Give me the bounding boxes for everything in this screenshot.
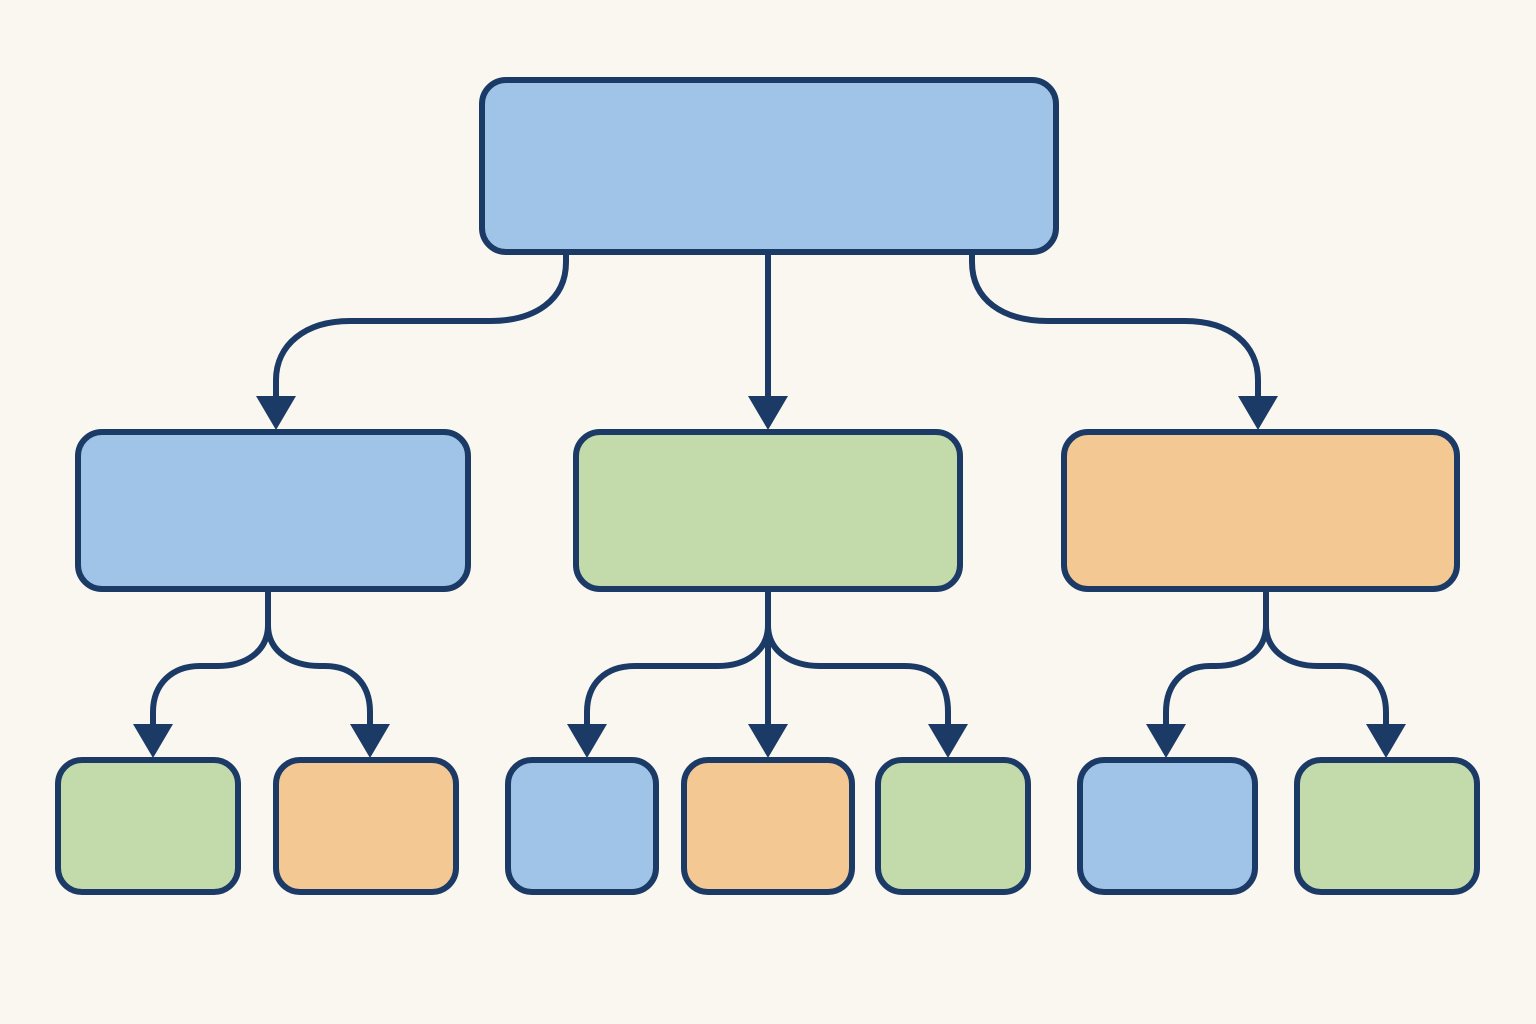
connector-l1-2-to-l2-3 [584,586,771,729]
level2-node-7-box [1294,757,1480,895]
arrowhead-l1-1-to-l2-2 [350,724,390,758]
level1-node-1 [75,429,471,592]
connector-l1-3-to-l2-6 [1163,586,1269,729]
level1-node-3-box [1061,429,1460,592]
arrowhead-l1-2-to-l2-3 [567,724,607,758]
connector-l1-2-to-l2-5 [765,586,951,729]
level2-node-5-box [875,757,1031,895]
level2-node-3 [505,757,659,895]
connector-l1-1-to-l2-2 [265,586,373,729]
connectors-layer [133,249,1406,758]
level2-node-1 [55,757,241,895]
connector-l1-3-to-l2-7 [1263,586,1389,729]
arrowhead-l1-2-to-l2-4 [748,724,788,758]
level2-node-6 [1077,757,1258,895]
connector-root-to-level1-3 [969,249,1261,399]
level2-node-4-box [681,757,855,895]
level2-node-3-box [505,757,659,895]
level2-node-7 [1294,757,1480,895]
level1-node-1-box [75,429,471,592]
level2-node-4 [681,757,855,895]
level1-node-2-box [573,429,963,592]
level2-node-6-box [1077,757,1258,895]
level2-node-2-box [273,757,459,895]
level2-node-2 [273,757,459,895]
root-node [479,77,1059,255]
level1-node-3 [1061,429,1460,592]
connector-root-to-level1-1 [273,249,569,399]
level2-node-1-box [55,757,241,895]
arrowhead-l1-2-to-l2-5 [928,724,968,758]
arrowhead-root-to-level1-2 [748,396,788,430]
root-node-box [479,77,1059,255]
arrowhead-root-to-level1-3 [1238,396,1278,430]
arrowhead-root-to-level1-1 [256,396,296,430]
arrowhead-l1-3-to-l2-7 [1366,724,1406,758]
arrowhead-l1-3-to-l2-6 [1146,724,1186,758]
level1-node-2 [573,429,963,592]
level2-node-5 [875,757,1031,895]
connector-l1-1-to-l2-1 [150,586,271,729]
arrowhead-l1-1-to-l2-1 [133,724,173,758]
nodes-layer [55,77,1480,895]
